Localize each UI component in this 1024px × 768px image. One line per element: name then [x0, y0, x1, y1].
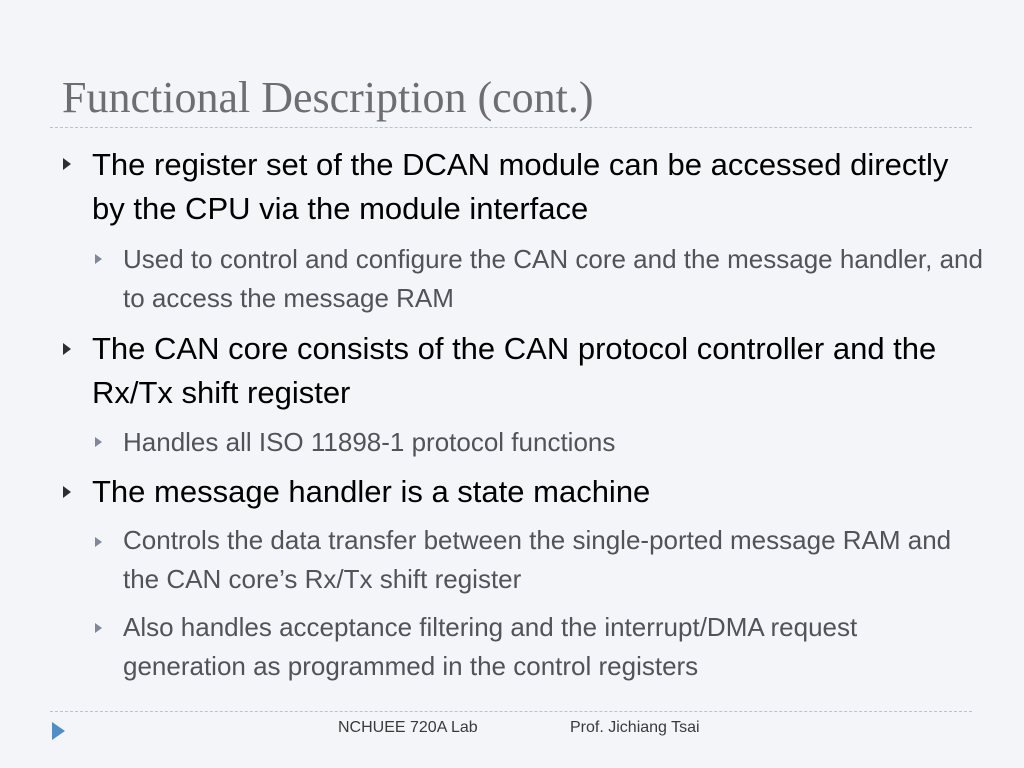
- play-triangle-icon: [52, 722, 65, 740]
- title-divider: [50, 127, 972, 128]
- bullet-level1: The message handler is a state machine: [92, 474, 651, 509]
- bullet-level2: Also handles acceptance filtering and th…: [123, 612, 858, 681]
- footer-divider: [50, 711, 972, 712]
- bullet-level1: The register set of the DCAN module can …: [92, 147, 949, 226]
- bullet-level2: Handles all ISO 11898-1 protocol functio…: [123, 427, 616, 457]
- footer-lab: NCHUEE 720A Lab: [338, 719, 478, 736]
- bullet-arrow-icon: [63, 158, 71, 170]
- bullet-level1: The CAN core consists of the CAN protoco…: [92, 331, 937, 410]
- bullet-level2: Controls the data transfer between the s…: [123, 525, 952, 594]
- sub-bullet-arrow-icon: [95, 537, 102, 547]
- slide-title: Functional Description (cont.): [62, 73, 594, 122]
- bullet-arrow-icon: [63, 486, 71, 498]
- sub-bullet-arrow-icon: [95, 437, 102, 447]
- bullet-level2: Used to control and configure the CAN co…: [123, 244, 983, 313]
- footer-author: Prof. Jichiang Tsai: [570, 719, 700, 736]
- bullet-arrow-icon: [63, 343, 71, 355]
- sub-bullet-arrow-icon: [95, 254, 102, 264]
- sub-bullet-arrow-icon: [95, 623, 102, 633]
